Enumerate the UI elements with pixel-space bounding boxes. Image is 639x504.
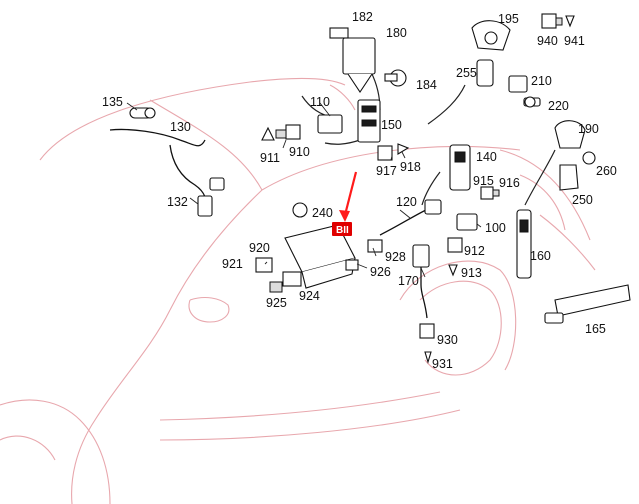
part-184-bolt (384, 69, 407, 87)
label-195: 195 (498, 12, 519, 26)
part-220-bolt (523, 96, 541, 108)
label-931: 931 (432, 357, 453, 371)
label-140: 140 (476, 150, 497, 164)
label-917: 917 (376, 164, 397, 178)
part-labels: 182 180 195 940 941 184 255 210 220 135 … (102, 10, 617, 371)
label-926: 926 (370, 265, 391, 279)
part-180-lock-bracket (329, 27, 376, 93)
label-130: 130 (170, 120, 191, 134)
part-924-925-connector (269, 271, 302, 293)
part-250-bracket (559, 164, 579, 191)
car-body-outline (0, 77, 596, 504)
part-941-screw (565, 15, 575, 28)
part-100-switch (456, 213, 478, 231)
part-160-rod (516, 209, 532, 279)
label-120: 120 (396, 195, 417, 209)
label-260: 260 (596, 164, 617, 178)
label-220: 220 (548, 99, 569, 113)
part-150-lock-actuator (357, 99, 381, 143)
label-182: 182 (352, 10, 373, 24)
label-918: 918 (400, 160, 421, 174)
part-190-handle (554, 120, 586, 149)
part-260-bolt (582, 151, 596, 165)
label-928: 928 (385, 250, 406, 264)
highlight-badge[interactable] (332, 222, 352, 236)
label-150: 150 (381, 118, 402, 132)
label-925: 925 (266, 296, 287, 310)
label-190: 190 (578, 122, 599, 136)
label-100: 100 (485, 221, 506, 235)
label-165: 165 (585, 322, 606, 336)
label-910: 910 (289, 145, 310, 159)
part-928-926-connector (345, 239, 383, 271)
label-132: 132 (167, 195, 188, 209)
label-250: 250 (572, 193, 593, 207)
label-921: 921 (222, 257, 243, 271)
part-135-key (129, 107, 156, 119)
part-140-lock (449, 144, 471, 191)
part-915-916-connector (480, 186, 500, 200)
label-913: 913 (461, 266, 482, 280)
part-165-strut (544, 284, 631, 324)
label-170: 170 (398, 274, 419, 288)
label-941: 941 (564, 34, 585, 48)
part-170-cable (412, 244, 430, 319)
part-110-bracket (317, 114, 343, 134)
part-912-913-connector (447, 237, 463, 277)
part-255-latch (476, 59, 494, 87)
label-915: 915 (473, 174, 494, 188)
highlight-label: BII (336, 225, 349, 236)
part-940-connector (541, 13, 563, 29)
part-910-911-connector (261, 124, 301, 141)
label-210: 210 (531, 74, 552, 88)
part-120-cable (379, 199, 442, 236)
label-180: 180 (386, 26, 407, 40)
label-916: 916 (499, 176, 520, 190)
part-195-hook (471, 20, 511, 51)
label-930: 930 (437, 333, 458, 347)
part-930-931-connector (419, 323, 435, 364)
part-917-918-connector (377, 143, 410, 161)
label-184: 184 (416, 78, 437, 92)
part-921-connector (255, 257, 273, 273)
label-255: 255 (456, 66, 477, 80)
leader-lines (126, 102, 482, 278)
part-210-clip (508, 75, 528, 93)
label-912: 912 (464, 244, 485, 258)
part-240-nut (292, 202, 308, 218)
part-130-132-wiring (109, 128, 225, 217)
flow-arrows (301, 71, 556, 206)
label-911: 911 (260, 151, 280, 165)
highlight-marker[interactable]: BII (332, 171, 358, 236)
label-920: 920 (249, 241, 270, 255)
label-135: 135 (102, 95, 123, 109)
label-924: 924 (299, 289, 320, 303)
label-110: 110 (310, 95, 330, 109)
label-240: 240 (312, 206, 333, 220)
label-940: 940 (537, 34, 558, 48)
label-160: 160 (530, 249, 551, 263)
part-920-control-unit (284, 224, 356, 289)
